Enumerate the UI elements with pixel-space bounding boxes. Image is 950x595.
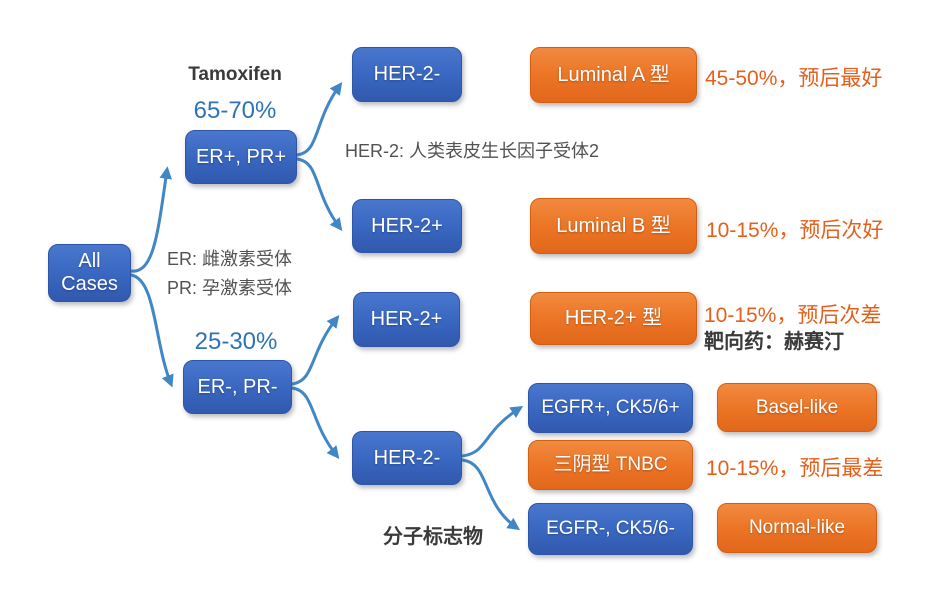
node-her2-negative-bottom: HER-2- (352, 431, 462, 485)
node-basel-like: Basel-like (717, 383, 877, 432)
arrow-her2neg-to-egfrneg (460, 458, 521, 531)
label-her2-targeted-drug: 靶向药：赫赛汀 (704, 331, 844, 353)
label-her2-prognosis: 10-15%，预后次差 (704, 304, 882, 327)
node-luminal-b: Luminal B 型 (530, 198, 697, 254)
label-molecular-marker: 分子标志物 (383, 526, 483, 548)
arrow-allcases-to-erpos (129, 166, 172, 273)
arrow-her2neg-to-egfrpos (460, 405, 524, 458)
node-all-cases: All Cases (48, 244, 131, 302)
label-tnbc-prognosis: 10-15%，预后最差 (706, 457, 884, 480)
node-her2-type: HER-2+ 型 (530, 292, 697, 345)
arrow-erpos-to-her2neg (295, 81, 343, 157)
label-pr-definition: PR: 孕激素受体 (167, 278, 293, 298)
node-her2-negative-top: HER-2- (352, 47, 462, 102)
label-er-definition: ER: 雌激素受体 (167, 249, 293, 269)
label-her2-definition: HER-2: 人类表皮生长因子受体2 (345, 141, 600, 161)
label-luminal-b-prognosis: 10-15%，预后次好 (706, 219, 884, 242)
node-normal-like: Normal-like (717, 503, 877, 553)
node-egfr-positive: EGFR+, CK5/6+ (528, 383, 693, 433)
label-percent-er-positive: 65-70% (193, 97, 277, 124)
arrow-erneg-to-her2pos (290, 315, 340, 386)
node-tnbc: 三阴型 TNBC (528, 440, 693, 490)
label-luminal-a-prognosis: 45-50%，预后最好 (705, 67, 883, 90)
arrow-allcases-to-erneg (129, 273, 174, 388)
label-percent-er-negative: 25-30% (194, 328, 278, 355)
node-her2-positive-upper: HER-2+ (352, 199, 462, 253)
arrow-erpos-to-her2pos (295, 157, 343, 232)
label-tamoxifen: Tamoxifen (188, 64, 282, 85)
arrow-erneg-to-her2neg (290, 386, 340, 459)
node-luminal-a: Luminal A 型 (530, 47, 697, 103)
node-er-negative: ER-, PR- (183, 360, 292, 414)
node-egfr-negative: EGFR-, CK5/6- (528, 503, 693, 555)
node-er-positive: ER+, PR+ (185, 130, 297, 184)
node-her2-positive-lower: HER-2+ (353, 292, 460, 347)
